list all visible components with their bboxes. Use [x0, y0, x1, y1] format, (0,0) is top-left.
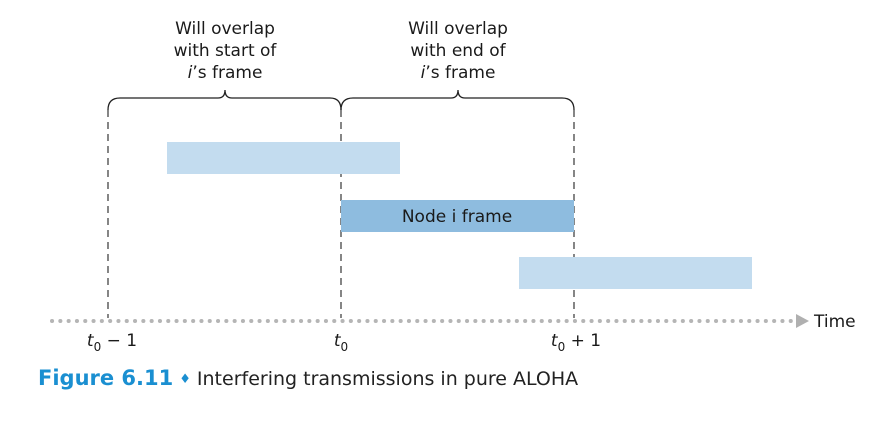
tick-label-t0: t0 [334, 331, 348, 354]
left-bracket-label-line1: Will overlap [175, 19, 275, 39]
tick-label-t0-minus-1: t0 − 1 [87, 331, 137, 354]
right-bracket-label-line3: i’s frame [421, 63, 496, 83]
later-frame [519, 257, 752, 289]
figure-number: Figure 6.11 [38, 366, 174, 390]
right-bracket-label-line2: with end of [410, 41, 506, 61]
figure-caption: Figure 6.11 ♦ Interfering transmissions in… [38, 366, 578, 390]
earlier-frame [167, 142, 400, 174]
aloha-diagram: Will overlap with start of i’s frame Wil… [50, 19, 856, 354]
tick-label-t0-plus-1: t0 + 1 [551, 331, 601, 354]
caption-separator: ♦ [179, 372, 191, 387]
right-bracket [340, 89, 575, 111]
left-bracket-label-line3: i’s frame [188, 63, 263, 83]
timeline-arrow [796, 314, 809, 328]
timeline-axis-label: Time [813, 312, 856, 332]
right-bracket-label-line1: Will overlap [408, 19, 508, 39]
caption-text: Interfering transmissions in pure ALOHA [196, 368, 579, 390]
left-bracket [107, 89, 342, 111]
node-i-frame [341, 200, 574, 232]
node-i-frame-label: Node i frame [402, 207, 512, 227]
left-bracket-label-line2: with start of [174, 41, 278, 61]
